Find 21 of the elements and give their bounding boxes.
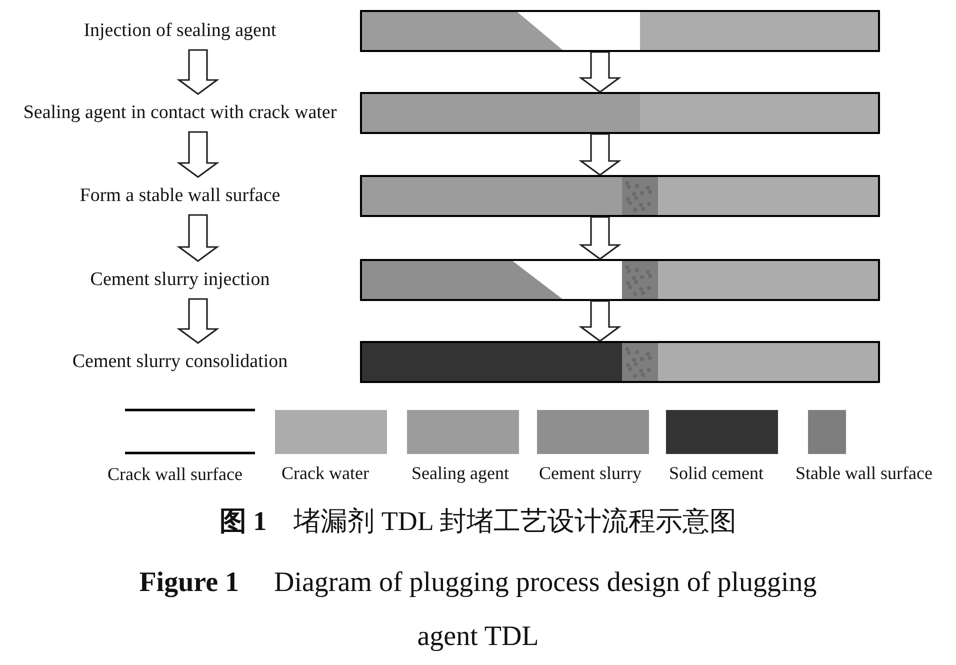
hollow-arrow [578,300,622,342]
hollow-arrow [176,298,220,344]
step-label: Injection of sealing agent [0,12,360,50]
hollow-arrow [578,133,622,176]
figure-caption: Figure 1 Diagram of plugging process design of plugging agent TDL [138,566,818,654]
legend-label: Solid cement [669,463,764,484]
hollow-arrow [176,214,220,262]
legend-label: Cement slurry [539,463,642,484]
step-label: Form a stable wall surface [0,177,360,215]
legend-label: Stable wall surface [796,463,932,484]
hollow-arrow [578,216,622,260]
hollow-arrow [176,49,220,95]
step-label: Cement slurry consolidation [0,343,360,381]
figure-caption: 图 1 堵漏剂 TDL 封堵工艺设计流程示意图 [218,505,738,538]
hollow-arrow [578,51,622,93]
legend-label: Sealing agent [412,463,509,484]
legend-label: Crack water [282,463,369,484]
step-label: Sealing agent in contact with crack water [0,94,360,132]
hollow-arrow [176,131,220,178]
step-label: Cement slurry injection [0,261,360,299]
legend-label: Crack wall surface [108,464,242,485]
